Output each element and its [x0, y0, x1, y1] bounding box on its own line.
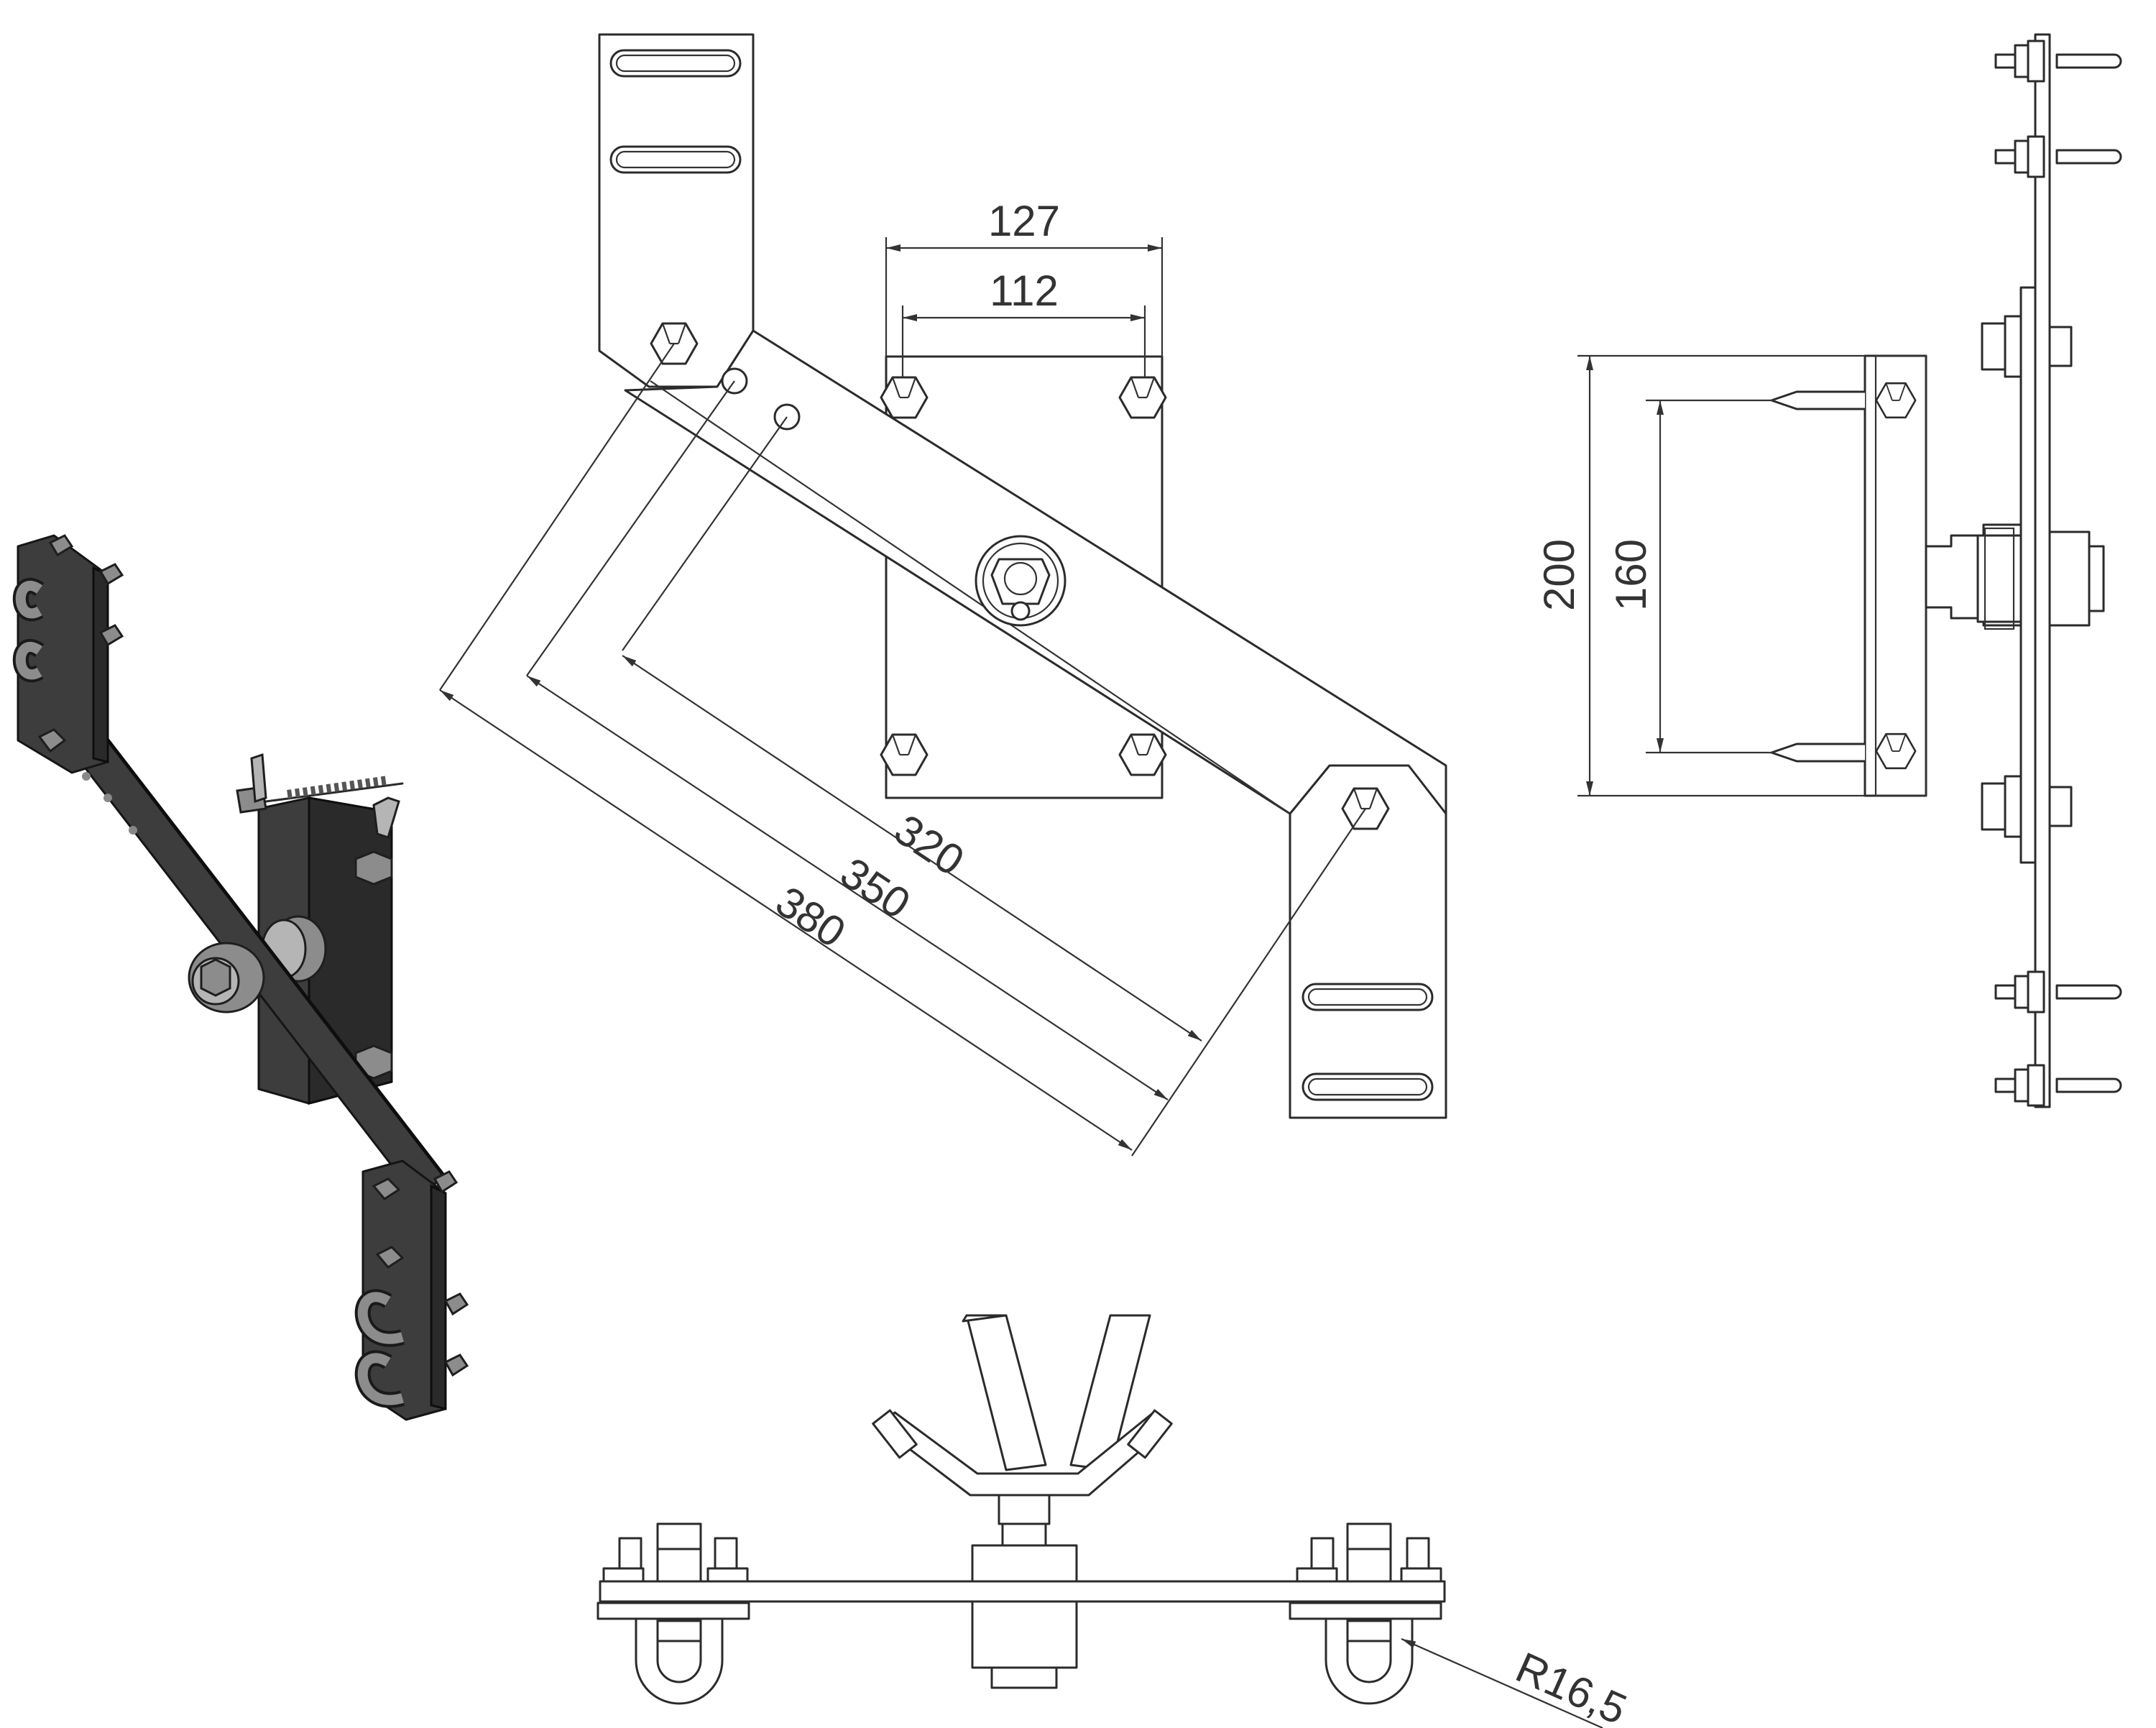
- dim-line-380: [439, 689, 1133, 1151]
- flat-bar: [599, 1580, 1446, 1603]
- dim-320: 320: [886, 805, 972, 885]
- bottom-view: R16,5: [596, 1314, 1634, 1728]
- dim-127: 127: [988, 197, 1060, 245]
- plate-nut: [1118, 376, 1167, 419]
- v-bracket: [872, 1314, 1173, 1547]
- lower-slot: [1302, 983, 1434, 1011]
- pivot-joint: [975, 535, 1067, 627]
- front-view: 127 112 320 350 380: [439, 33, 1447, 1157]
- plate-nut: [880, 376, 929, 419]
- edge-view: [1976, 33, 2122, 1108]
- upper-slot: [609, 49, 742, 78]
- dim-radius: R16,5: [1509, 1643, 1634, 1728]
- lower-clamp-plate: [1289, 764, 1447, 1119]
- dim-112: 112: [990, 267, 1059, 315]
- dim-200: 200: [1535, 539, 1583, 611]
- plate-nut: [1118, 733, 1167, 776]
- plate-nut: [880, 733, 929, 776]
- isometric-view: [12, 534, 469, 1421]
- upper-slot: [609, 145, 742, 174]
- side-view: 200 160: [1535, 354, 2032, 797]
- radius-leader: [1401, 1637, 1603, 1728]
- dim-160: 160: [1607, 539, 1655, 611]
- lower-slot: [1302, 1072, 1434, 1101]
